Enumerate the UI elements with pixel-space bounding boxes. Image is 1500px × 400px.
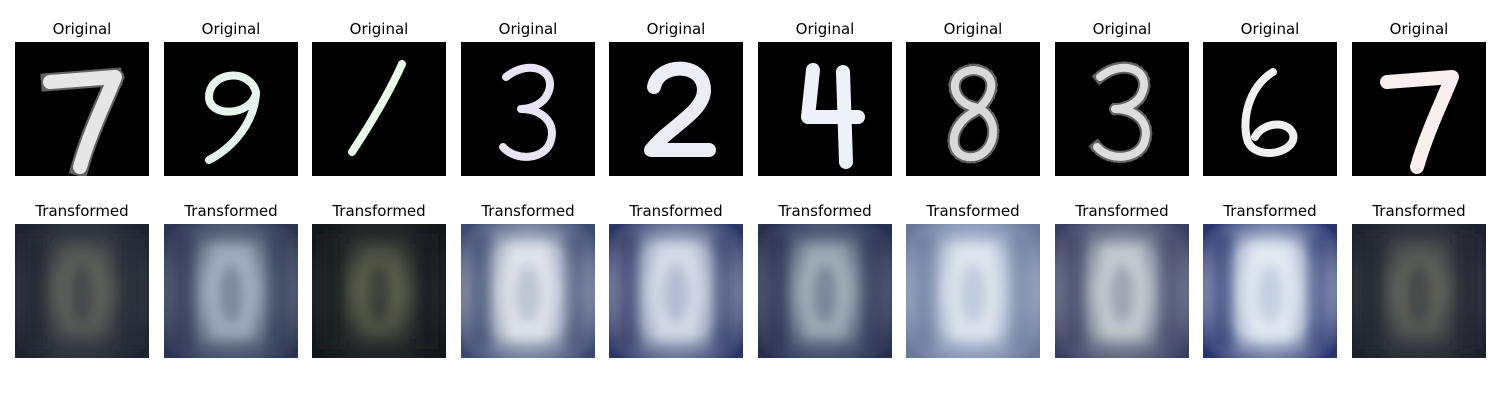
- original-image: [312, 42, 446, 176]
- digit-stroke: [43, 70, 122, 174]
- transformed-image: [312, 224, 446, 358]
- blurred-image: [164, 224, 298, 358]
- original-title: Original: [349, 20, 409, 38]
- transformed-cell: Transformed: [758, 0, 892, 400]
- transformed-title: Transformed: [1223, 202, 1317, 220]
- original-title: Original: [646, 20, 706, 38]
- digit-stroke: [644, 61, 716, 157]
- transformed-title: Transformed: [778, 202, 872, 220]
- transformed-image: [1055, 224, 1189, 358]
- original-cell: Original: [312, 0, 446, 400]
- original-title: Original: [1092, 20, 1152, 38]
- digit-image: [461, 42, 595, 176]
- original-cell: Original: [164, 0, 298, 400]
- digit-image: [15, 42, 149, 176]
- blurred-image: [312, 224, 446, 358]
- digit-stroke: [348, 60, 406, 156]
- transformed-cell: Transformed: [1203, 0, 1337, 400]
- transformed-image: [758, 224, 892, 358]
- original-cell: Original: [1203, 0, 1337, 400]
- transformed-cell: Transformed: [1055, 0, 1189, 400]
- original-image: [461, 42, 595, 176]
- transformed-cell: Transformed: [164, 0, 298, 400]
- original-image: [758, 42, 892, 176]
- blurred-image: [461, 224, 595, 358]
- original-title: Original: [201, 20, 261, 38]
- digit-stroke: [1380, 70, 1459, 174]
- digit-image: [1055, 42, 1189, 176]
- transformed-cell: Transformed: [609, 0, 743, 400]
- transformed-image: [609, 224, 743, 358]
- transformed-image: [906, 224, 1040, 358]
- digit-image: [164, 42, 298, 176]
- digit-stroke: [499, 63, 556, 161]
- transformed-title: Transformed: [1075, 202, 1169, 220]
- original-title: Original: [1389, 20, 1449, 38]
- original-title: Original: [795, 20, 855, 38]
- original-cell: Original: [758, 0, 892, 400]
- transformed-cell: Transformed: [1352, 0, 1486, 400]
- transformed-title: Transformed: [629, 202, 723, 220]
- transformed-cell: Transformed: [906, 0, 1040, 400]
- blurred-image: [1352, 224, 1486, 358]
- digit-stroke: [205, 71, 260, 164]
- original-title: Original: [943, 20, 1003, 38]
- digit-image: [609, 42, 743, 176]
- digit-stroke: [1241, 68, 1298, 157]
- original-image: [1352, 42, 1486, 176]
- digit-image: [1352, 42, 1486, 176]
- transformed-title: Transformed: [35, 202, 129, 220]
- blurred-image: [758, 224, 892, 358]
- blurred-image: [1203, 224, 1337, 358]
- original-title: Original: [1240, 20, 1300, 38]
- original-image: [15, 42, 149, 176]
- transformed-image: [1352, 224, 1486, 358]
- original-cell: Original: [15, 0, 149, 400]
- blurred-image: [15, 224, 149, 358]
- original-cell: Original: [1055, 0, 1189, 400]
- transformed-cell: Transformed: [461, 0, 595, 400]
- original-image: [1203, 42, 1337, 176]
- original-image: [609, 42, 743, 176]
- transformed-cell: Transformed: [15, 0, 149, 400]
- digit-image: [758, 42, 892, 176]
- transformed-cell: Transformed: [312, 0, 446, 400]
- transformed-image: [164, 224, 298, 358]
- digit-image: [312, 42, 446, 176]
- transformed-image: [1203, 224, 1337, 358]
- transformed-title: Transformed: [926, 202, 1020, 220]
- original-title: Original: [498, 20, 558, 38]
- original-cell: Original: [461, 0, 595, 400]
- digit-stroke: [949, 66, 998, 162]
- digit-image: [1203, 42, 1337, 176]
- transformed-title: Transformed: [332, 202, 426, 220]
- transformed-title: Transformed: [1372, 202, 1466, 220]
- original-title: Original: [52, 20, 112, 38]
- original-cell: Original: [1352, 0, 1486, 400]
- original-image: [906, 42, 1040, 176]
- original-cell: Original: [906, 0, 1040, 400]
- original-cell: Original: [609, 0, 743, 400]
- transformed-title: Transformed: [481, 202, 575, 220]
- blurred-image: [906, 224, 1040, 358]
- transformed-image: [461, 224, 595, 358]
- digit-stroke: [1093, 63, 1150, 161]
- original-image: [1055, 42, 1189, 176]
- transformed-title: Transformed: [184, 202, 278, 220]
- blurred-image: [609, 224, 743, 358]
- digit-stroke: [801, 63, 865, 169]
- transformed-image: [15, 224, 149, 358]
- original-image: [164, 42, 298, 176]
- blurred-image: [1055, 224, 1189, 358]
- digit-image: [906, 42, 1040, 176]
